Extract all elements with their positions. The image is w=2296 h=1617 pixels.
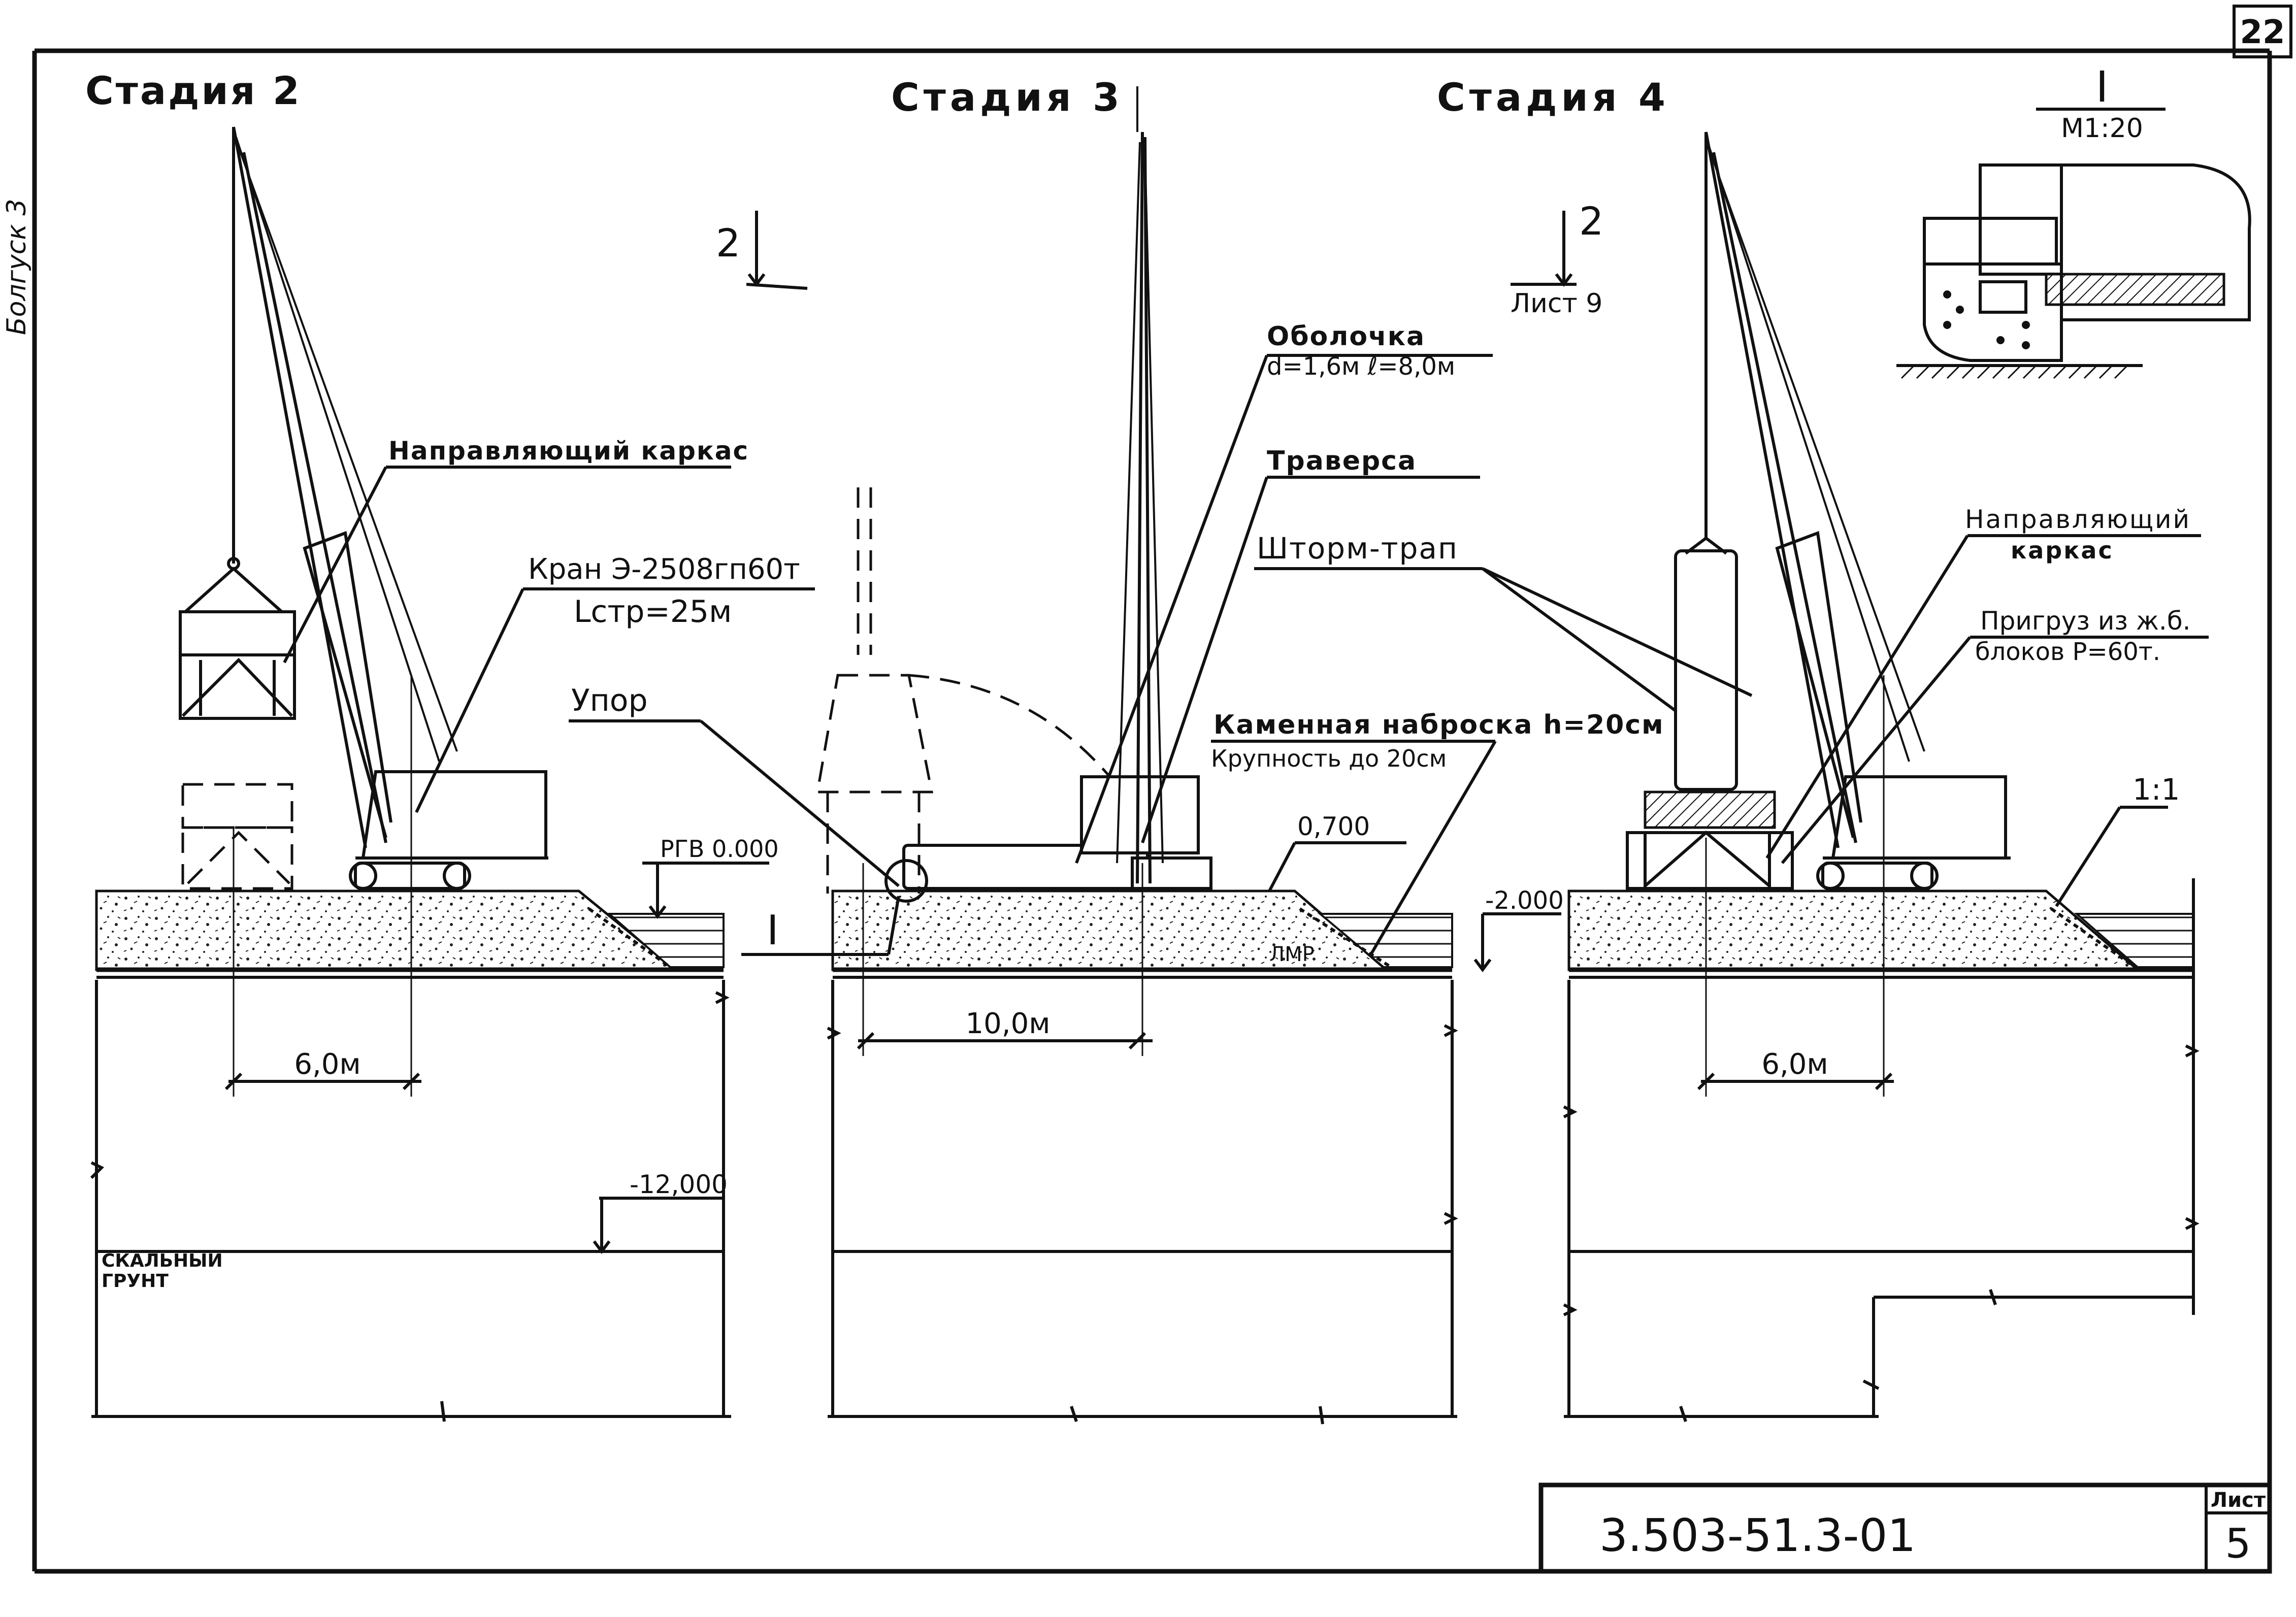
- stage-2-dimension: 6,0м: [294, 1048, 360, 1081]
- stage-4-leaders: [1765, 534, 2209, 907]
- list-number: 5: [2225, 1520, 2251, 1567]
- section-mark-left-number: 2: [716, 220, 740, 266]
- label-rock-soil-1: СКАЛЬНЫЙ: [102, 1250, 223, 1271]
- stage-2-section: [90, 126, 731, 1422]
- stage-3-section: [816, 86, 1458, 1425]
- section-mark-right: [1511, 211, 1577, 287]
- label-slope: 1:1: [2133, 772, 2180, 807]
- stage-3-title: Стадия 3: [891, 75, 1124, 120]
- label-stone-size: Крупность до 20см: [1211, 745, 1447, 772]
- label-traverse: Траверса: [1267, 446, 1417, 476]
- section-mark-right-number: 2: [1579, 199, 1603, 244]
- elevation-minus-2000: -2.000: [1485, 886, 1564, 915]
- list-label: Лист: [2211, 1489, 2266, 1512]
- detail-drawing: [1896, 163, 2251, 379]
- label-guide-frame-right-2: каркас: [2011, 537, 2114, 564]
- label-rock-soil-2: ГРУНТ: [102, 1271, 169, 1292]
- elevation-0700: 0,700: [1297, 812, 1370, 841]
- label-shell: Оболочка: [1267, 321, 1425, 352]
- sheet-number-top: 22: [2240, 14, 2285, 51]
- stage-4-title: Стадия 4: [1437, 75, 1669, 120]
- stage-2-title: Стадия 2: [85, 68, 302, 113]
- stage-2-leaders: [283, 466, 900, 1254]
- elevation-minus-12000: -12,000: [630, 1170, 728, 1199]
- label-stop: Упор: [571, 683, 648, 718]
- label-surcharge-2: блоков Р=60т.: [1975, 638, 2160, 666]
- label-crane-model: Кран Э-2508гп60т: [528, 553, 800, 586]
- stage-4-section: [1563, 131, 2200, 1422]
- detail-mark: I: [2096, 62, 2109, 112]
- label-lmr: ЛМР: [1269, 943, 1315, 966]
- side-note: Болгуск 3: [2, 199, 32, 335]
- stage-3-dimension: 10,0м: [966, 1007, 1051, 1040]
- stage-3-leaders: [1075, 354, 1753, 972]
- label-guide-frame-left: Направляющий каркас: [388, 436, 749, 466]
- label-guide-frame-right-1: Направляющий: [1965, 505, 2191, 534]
- label-rgv: РГВ 0.000: [660, 835, 779, 863]
- label-stone-fill: Каменная наброска h=20см: [1213, 710, 1664, 740]
- section-mark-right-ref: Лист 9: [1511, 288, 1602, 319]
- detail-callout-mark: I: [767, 907, 779, 954]
- section-mark-left: [746, 211, 808, 290]
- label-storm-ladder: Шторм-трап: [1257, 531, 1458, 566]
- stage-4-dimension: 6,0м: [1761, 1048, 1828, 1081]
- document-code: 3.503-51.3-01: [1599, 1509, 1916, 1562]
- title-block: [1538, 1482, 2272, 1574]
- label-surcharge-1: Пригруз из ж.б.: [1980, 606, 2191, 636]
- label-shell-size: d=1,6м ℓ=8,0м: [1267, 352, 1455, 381]
- label-crane-boom: Lстр=25м: [574, 594, 732, 630]
- detail-scale: М1:20: [2061, 113, 2143, 144]
